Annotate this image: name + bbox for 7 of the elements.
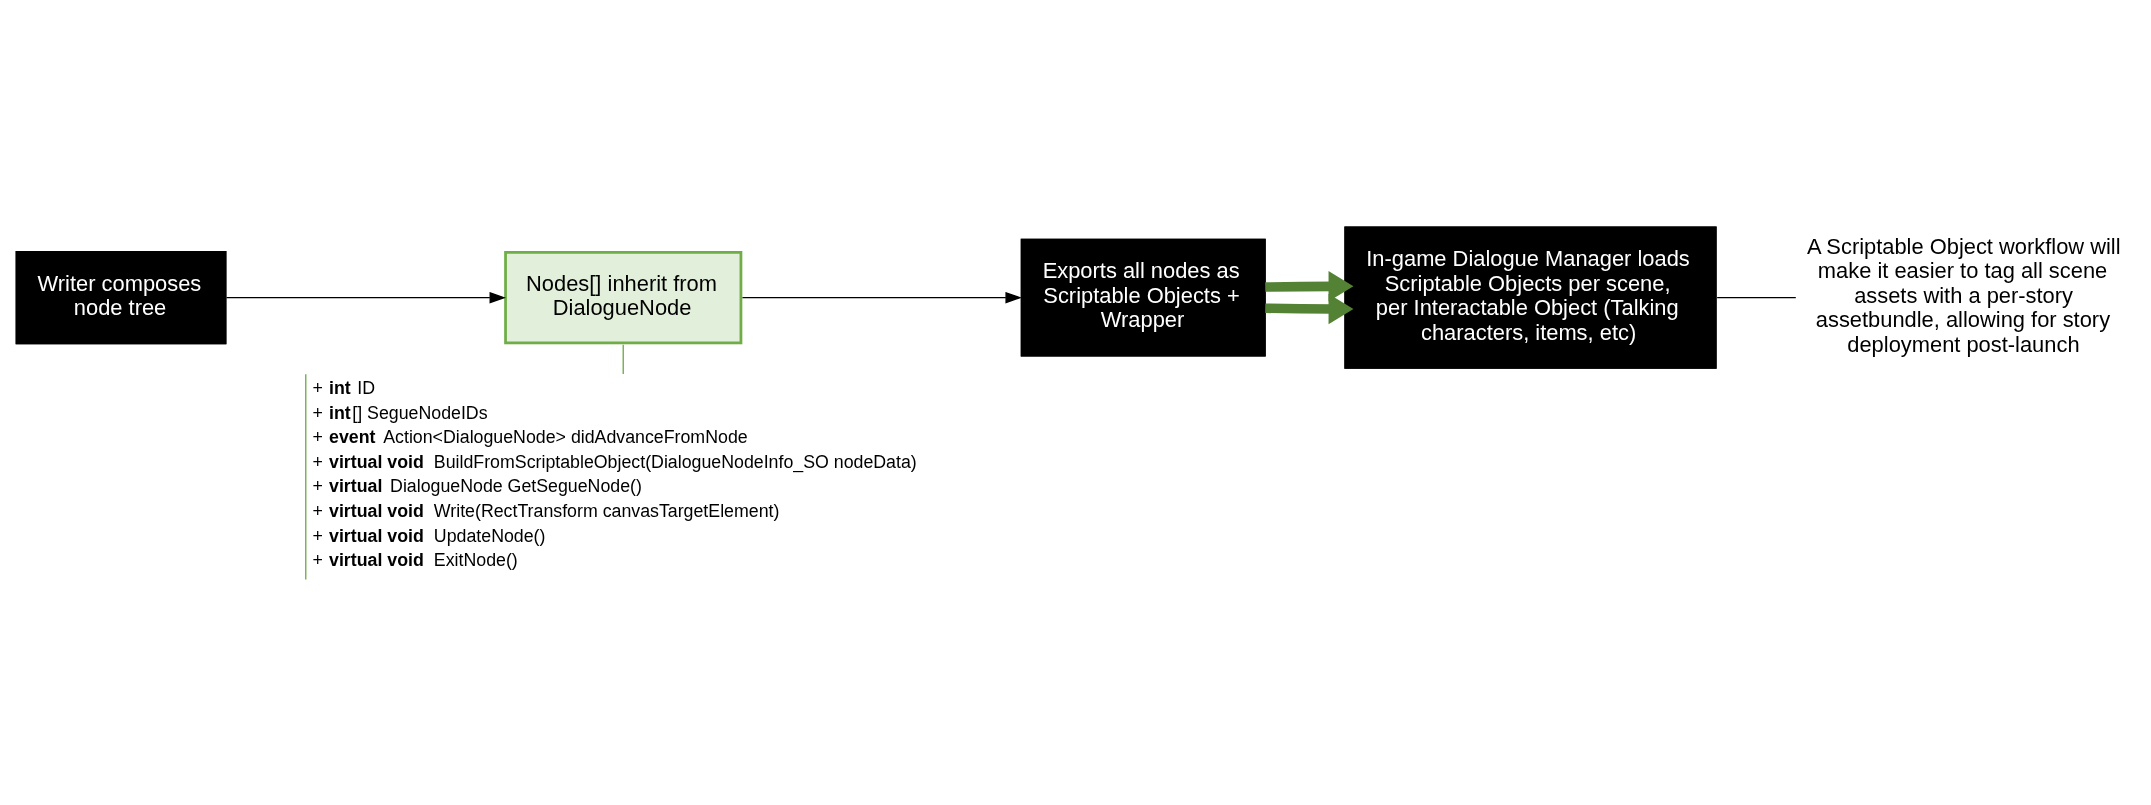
connector	[622, 343, 624, 375]
connector	[1716, 296, 1797, 298]
arrow	[741, 291, 1022, 303]
arrow	[225, 291, 506, 303]
arrow	[1265, 270, 1354, 302]
node-text: + int ID + int[] SegueNodeIDs + event Action<DialogueNode> didAdvanceFromNode + virtual void BuildFromScriptableObject(DialogueNodeInfo_SO nodeData) + virtual DialogueNode GetSegueNode() + virtual void Write(RectTransform canvasTargetElement) + virtual void UpdateNode() + virtual void ExitNode()	[312, 377, 917, 570]
node-text: A Scriptable Object workflow will make it easier to tag all scene assets with a per-story assetbundle, allowing for story deployment post-launch	[1806, 233, 2121, 357]
